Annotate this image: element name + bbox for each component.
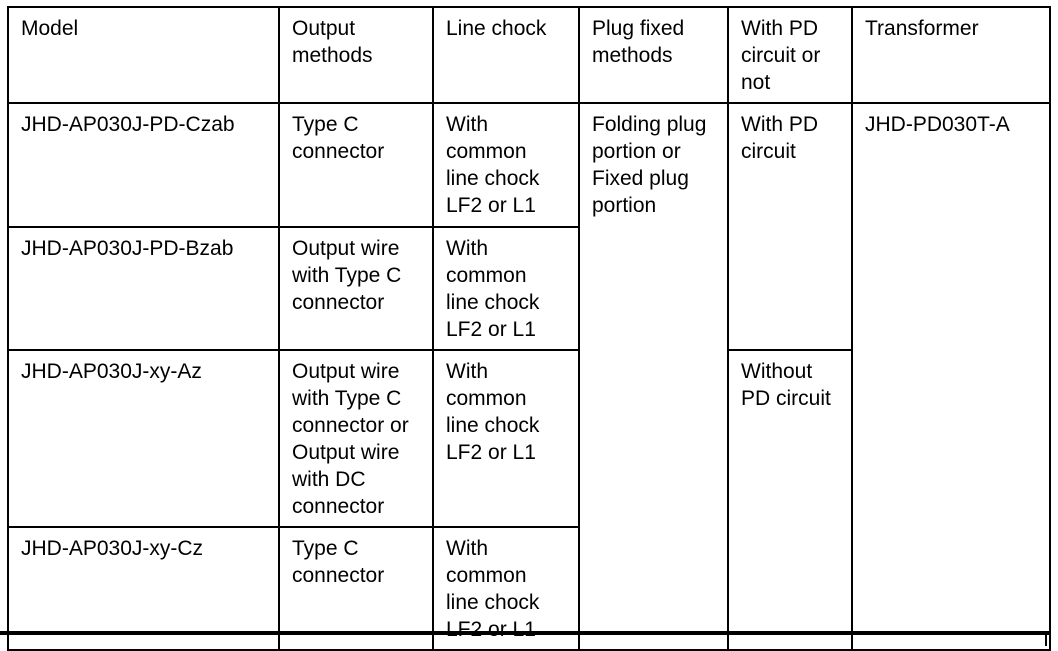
header-output-methods: Output methods [278,6,434,104]
cell-without-pd-circuit: Without PD circuit [727,349,853,651]
product-spec-table: Model Output methods Line chock Plug fix… [7,6,1051,651]
bottom-thick-rule [0,631,1049,635]
table-row: JHD-AP030J-xy-Cz Type C connector With c… [7,526,1050,651]
cell-model-3: JHD-AP030J-xy-Az [7,349,280,528]
header-pd-circuit: With PD circuit or not [727,6,853,104]
cell-chock-1: With common line chock LF2 or L1 [432,102,580,228]
header-transformer: Transformer [851,6,1051,104]
cell-model-4: JHD-AP030J-xy-Cz [7,526,280,651]
table-row: JHD-AP030J-PD-Bzab Output wire with Type… [7,226,1050,351]
header-plug-fixed-methods: Plug fixed methods [578,6,729,104]
table-row: JHD-AP030J-PD-Czab Type C connector With… [7,102,1051,651]
cell-transformer-merged: JHD-PD030T-A [851,102,1051,651]
cell-output-1: Type C connector [278,102,434,228]
cell-model-2: JHD-AP030J-PD-Bzab [7,226,280,351]
cell-model-1: JHD-AP030J-PD-Czab [7,102,280,228]
cell-output-3: Output wire with Type C connector or Out… [278,349,434,528]
cell-chock-3: With common line chock LF2 or L1 [432,349,580,528]
cell-output-2: Output wire with Type C connector [278,226,434,351]
cell-output-4: Type C connector [278,526,434,651]
cell-chock-2: With common line chock LF2 or L1 [432,226,580,351]
right-border-extension [1045,631,1047,646]
header-row: Model Output methods Line chock Plug fix… [7,6,1051,104]
cell-with-pd-circuit: With PD circuit [727,102,853,351]
cell-plug-fixed-merged: Folding plug portion or Fixed plug porti… [578,102,729,651]
header-model: Model [7,6,280,104]
header-line-chock: Line chock [432,6,580,104]
